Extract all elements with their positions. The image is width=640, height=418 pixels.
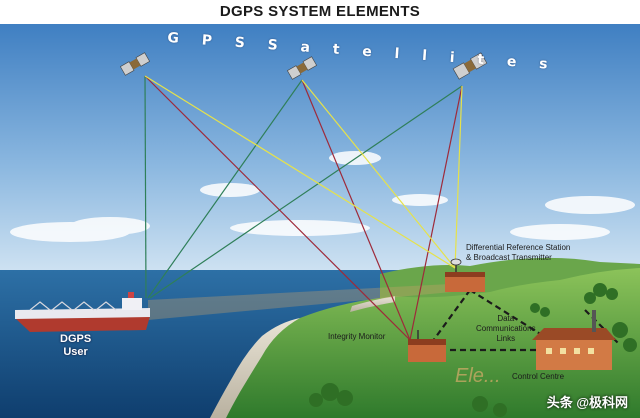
reference-station-label: Differential Reference Station & Broadca… (466, 243, 570, 263)
satellite-1 (119, 52, 151, 76)
data-links-label-line2: Communications (476, 324, 536, 333)
data-links-label: Data Communications Links (476, 314, 536, 344)
sky (0, 24, 640, 284)
user-label-line2: User (63, 346, 88, 358)
data-links-label-line1: Data (497, 314, 515, 323)
faint-watermark: Ele... (455, 365, 501, 387)
title-band (0, 0, 640, 24)
diagram-title: DGPS SYSTEM ELEMENTS (219, 3, 421, 20)
signal-lines (144, 75, 463, 341)
reference-station-label-line2: & Broadcast Transmitter (466, 253, 552, 262)
satellite-2 (286, 56, 318, 80)
cliff-mid (350, 296, 395, 312)
trees (309, 283, 637, 417)
user-label: DGPS User (60, 333, 91, 359)
integrity-monitor-label: Integrity Monitor (328, 332, 386, 341)
cliff-left (210, 318, 300, 418)
satellite-3 (452, 52, 488, 80)
broadcast-beam (148, 284, 452, 320)
data-links-label-line3: Links (496, 334, 516, 343)
ship (15, 292, 150, 332)
integrity-monitor-building (408, 330, 446, 362)
control-centre-building (532, 310, 616, 370)
watermark: 头条 @极科网 (546, 395, 628, 410)
reference-station-label-line1: Differential Reference Station (466, 243, 571, 252)
user-label-line1: DGPS (60, 333, 92, 345)
control-centre-label: Control Centre (512, 372, 565, 381)
reference-station-building (445, 258, 485, 292)
